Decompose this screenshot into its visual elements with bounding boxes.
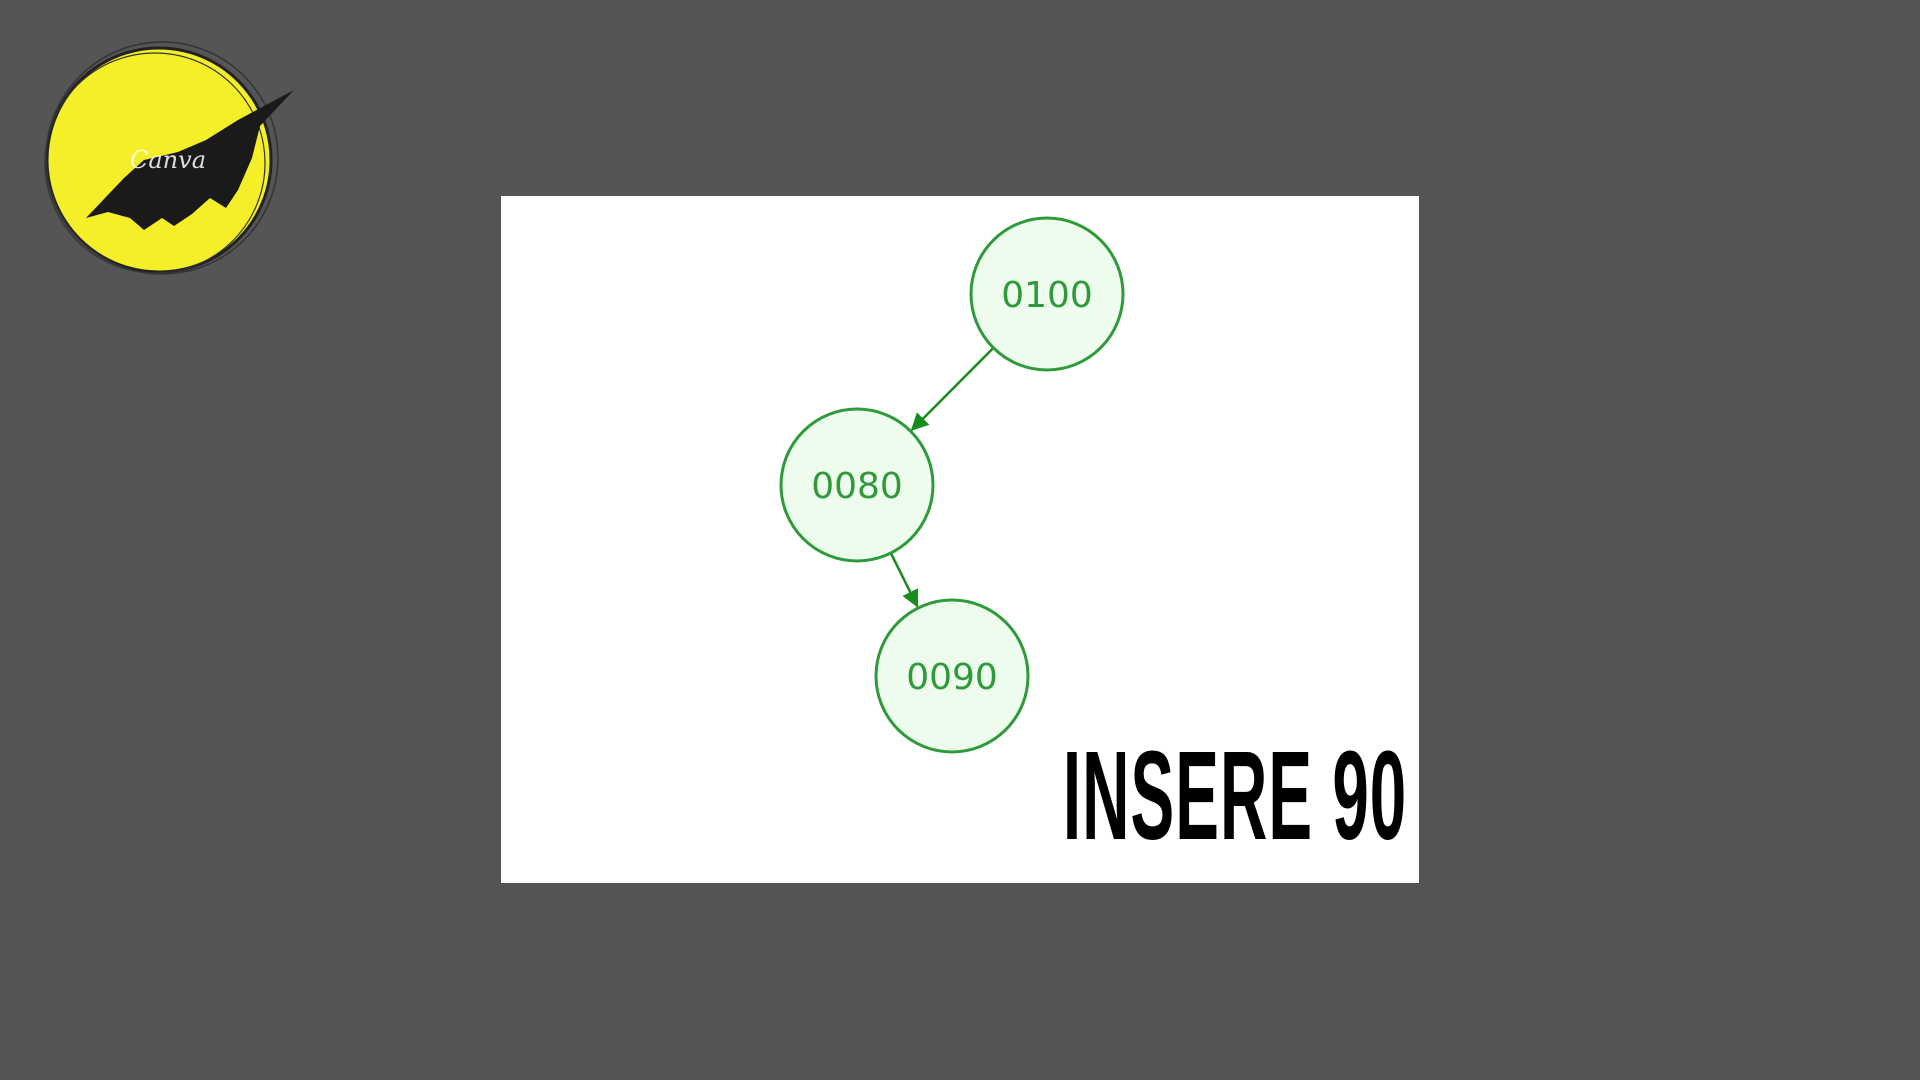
bat-moon-logo: Canva: [44, 41, 294, 275]
node-label: 0080: [811, 466, 903, 507]
edges-layer: [889, 346, 995, 608]
edge-n80-n90: [889, 552, 919, 608]
moon-sketch-ring-2: [44, 52, 266, 274]
nodes-layer: 0100 0080 0090: [779, 216, 1125, 754]
node-circle: [874, 598, 1030, 754]
caption-title: INSERE 90: [1062, 725, 1407, 866]
node-label: 0090: [906, 657, 998, 698]
tree-node-0080: 0080: [779, 407, 935, 563]
node-circle: [779, 407, 935, 563]
tree-diagram: 0100 0080 0090: [779, 216, 1125, 754]
moon-sketch-ring: [45, 41, 279, 275]
diagram-panel: 0100 0080 0090 INSERE 90: [501, 196, 1419, 883]
node-circle: [969, 216, 1125, 372]
node-label: 0100: [1001, 275, 1093, 316]
tree-node-0090: 0090: [874, 598, 1030, 754]
tree-node-0100: 0100: [969, 216, 1125, 372]
edge-n100-n80: [910, 346, 995, 431]
bat-icon: [86, 90, 294, 230]
logo-watermark-text: Canva: [130, 146, 206, 174]
